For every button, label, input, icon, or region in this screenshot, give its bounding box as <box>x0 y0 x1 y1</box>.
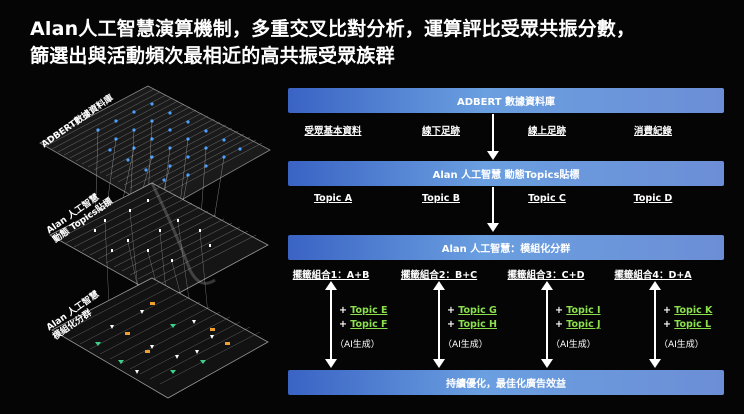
group-label-3: 擺籤組合4：D+A <box>614 270 692 281</box>
topic-j: Topic J <box>566 319 601 330</box>
group-topics-0: + Topic E + Topic F <box>339 304 388 332</box>
topic-h: Topic H <box>458 319 497 330</box>
topic-f: Topic F <box>350 319 388 330</box>
plus-sign: + <box>555 319 567 330</box>
double-arrow-2 <box>541 281 553 368</box>
topic-label-0: Topic A <box>313 193 353 204</box>
layered-illustration <box>39 85 271 399</box>
ai-generated-2: （AI生成） <box>551 340 596 350</box>
source-label-0: 受眾基本資料 <box>304 126 362 137</box>
middle-plane <box>49 182 269 301</box>
plus-sign: + <box>555 305 567 316</box>
group-topics-3: + Topic K + Topic L <box>663 304 712 332</box>
plus-sign: + <box>663 305 675 316</box>
plus-sign: + <box>447 319 459 330</box>
topic-e: Topic E <box>350 305 388 316</box>
ai-generated-0: （AI生成） <box>335 340 380 350</box>
modular-grouping-bar: Alan 人工智慧：模組化分群 <box>288 235 724 260</box>
topic-row: + Topic H <box>447 318 497 332</box>
group-label-2: 擺籤組合3：C+D <box>507 270 585 281</box>
topic-l: Topic L <box>674 319 712 330</box>
topic-label-3: Topic D <box>633 193 673 204</box>
source-label-3: 消費紀錄 <box>633 126 673 137</box>
group-label-0: 擺籤組合1：A+B <box>292 270 370 281</box>
plus-sign: + <box>663 319 675 330</box>
topics-tagging-bar: Alan 人工智慧 動態Topics貼標 <box>288 161 724 186</box>
double-arrow-0 <box>325 281 337 368</box>
page-title: Alan人工智慧演算機制，多重交叉比對分析，運算評比受眾共振分數， 篩選出與活動… <box>30 16 635 70</box>
ai-generated-3: （AI生成） <box>659 340 704 350</box>
ai-generated-1: （AI生成） <box>443 340 488 350</box>
flow-arrow-1 <box>487 114 499 160</box>
topic-row: + Topic J <box>555 318 601 332</box>
topic-g: Topic G <box>458 305 497 316</box>
plus-sign: + <box>339 305 351 316</box>
top-plane <box>39 85 271 213</box>
plus-sign: + <box>447 305 459 316</box>
topic-label-1: Topic B <box>422 193 460 204</box>
plus-sign: + <box>339 319 351 330</box>
topic-row: + Topic I <box>555 304 601 318</box>
topic-row: + Topic E <box>339 304 388 318</box>
double-arrow-3 <box>649 281 661 368</box>
group-topics-2: + Topic I + Topic J <box>555 304 601 332</box>
topic-row: + Topic K <box>663 304 712 318</box>
title-line-1: Alan人工智慧演算機制，多重交叉比對分析，運算評比受眾共振分數， <box>30 18 636 40</box>
flow-arrow-2 <box>487 187 499 232</box>
topic-i: Topic I <box>566 305 601 316</box>
source-label-2: 線上足跡 <box>527 126 567 137</box>
optimize-bar: 持續優化，最佳化廣告效益 <box>288 370 724 395</box>
group-label-1: 擺籤組合2：B+C <box>400 270 478 281</box>
double-arrow-1 <box>433 281 445 368</box>
source-label-1: 線下足跡 <box>421 126 461 137</box>
bottom-plane <box>51 277 269 399</box>
topic-k: Topic K <box>674 305 713 316</box>
group-topics-1: + Topic G + Topic H <box>447 304 497 332</box>
topic-row: + Topic G <box>447 304 497 318</box>
topic-row: + Topic L <box>663 318 712 332</box>
topic-row: + Topic F <box>339 318 388 332</box>
database-bar: ADBERT 數據資料庫 <box>288 88 724 113</box>
title-line-2: 篩選出與活動頻次最相近的高共振受眾族群 <box>30 45 395 67</box>
topic-label-2: Topic C <box>528 193 566 204</box>
